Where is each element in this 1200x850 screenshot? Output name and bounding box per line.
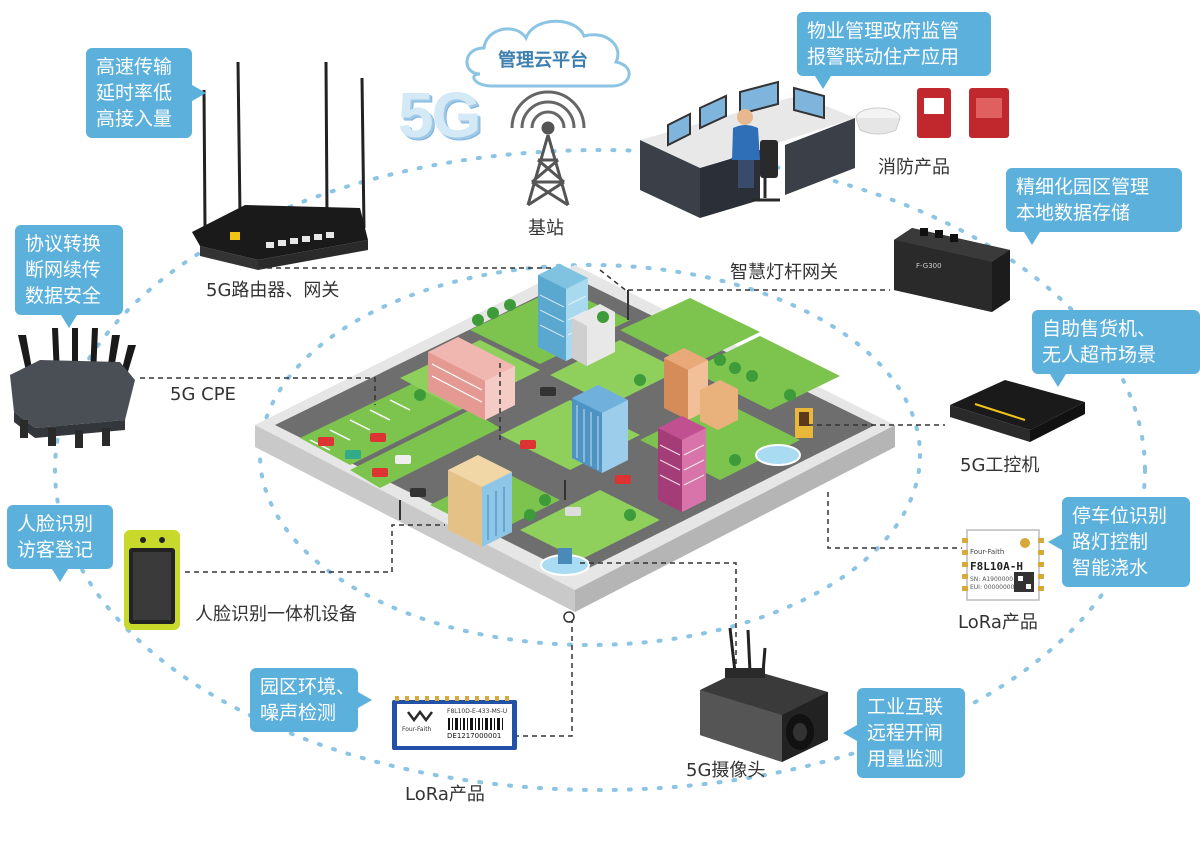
bubble-line: 无人超市场景 xyxy=(1042,344,1157,366)
bubble-line: 高接入量 xyxy=(96,108,173,130)
fire-products xyxy=(855,88,1009,138)
lora-right-brand: Four-Faith xyxy=(970,548,1005,556)
fire-caption: 消防产品 xyxy=(878,157,950,178)
bubble-industrial: 工业互联 远程开闸 用量监测 xyxy=(843,688,965,778)
bubble-line: 高速传输 xyxy=(96,56,173,78)
lora-bottom-model: F8L10D-E-433-MS-U xyxy=(447,708,508,715)
bubble-environment: 园区环境、 噪声检测 xyxy=(250,668,372,732)
lora-module-bottom xyxy=(392,696,517,750)
lora-right-id: EUI: 00000000 xyxy=(970,584,1015,591)
router-caption: 5G路由器、网关 xyxy=(206,280,340,301)
ipc-caption: 5G工控机 xyxy=(960,455,1040,476)
monitoring-office xyxy=(640,80,855,218)
base-station-caption: 基站 xyxy=(528,218,564,239)
bubble-line: 工业互联 xyxy=(867,696,944,718)
bubble-line: 远程开闸 xyxy=(867,722,944,744)
bubble-vending: 自助售货机、 无人超市场景 xyxy=(1032,310,1200,387)
base-station-tower xyxy=(510,90,586,207)
bubble-line: 用量监测 xyxy=(867,748,944,770)
face-terminal xyxy=(124,530,180,630)
bubble-router-features: 高速传输 延时率低 高接入量 xyxy=(86,48,206,138)
camera-device xyxy=(700,627,828,762)
bubble-property-management: 物业管理政府监管 报警联动住产应用 xyxy=(797,12,991,89)
connector-node xyxy=(563,611,575,623)
industrial-pc xyxy=(950,380,1085,442)
bubble-line: 报警联动住产应用 xyxy=(807,46,960,68)
inner-ring xyxy=(258,263,922,647)
bubble-line: 本地数据存储 xyxy=(1016,202,1131,224)
bubble-line: 噪声检测 xyxy=(260,702,337,724)
lora-right-model: F8L10A-H xyxy=(970,560,1023,573)
bubble-line: 智能浇水 xyxy=(1072,557,1149,579)
bubble-park-storage: 精细化园区管理 本地数据存储 xyxy=(1006,168,1182,245)
router-device xyxy=(192,61,368,270)
lamp-gateway-caption: 智慧灯杆网关 xyxy=(730,262,838,283)
cloud-platform-label: 管理云平台 xyxy=(498,50,588,71)
bubble-line: 园区环境、 xyxy=(260,676,356,698)
bubble-line: 精细化园区管理 xyxy=(1016,176,1150,198)
bubble-line: 自助售货机、 xyxy=(1042,318,1157,340)
cpe-caption: 5G CPE xyxy=(170,384,236,405)
lora-module-right xyxy=(962,529,1044,601)
bubble-line: 物业管理政府监管 xyxy=(807,20,960,42)
camera-caption: 5G摄像头 xyxy=(686,760,766,781)
lora-bottom-caption: LoRa产品 xyxy=(405,784,485,805)
bubble-parking: 停车位识别 路灯控制 智能浇水 xyxy=(1048,497,1190,587)
storage-gateway xyxy=(894,228,1010,312)
lora-right-sn: SN: A1900000 xyxy=(970,576,1014,583)
storage-gateway-model: F-G300 xyxy=(916,262,942,270)
bubble-line: 路灯控制 xyxy=(1072,531,1149,553)
smart-park-city xyxy=(255,264,895,612)
bubble-line: 停车位识别 xyxy=(1072,505,1168,527)
cloud-shape xyxy=(465,19,631,88)
lora-right-caption: LoRa产品 xyxy=(958,612,1038,633)
outer-ring xyxy=(53,148,1147,792)
bubble-line: 访客登记 xyxy=(17,539,94,561)
face-device-caption: 人脸识别一体机设备 xyxy=(195,604,357,625)
lora-bottom-sn: DE1217000001 xyxy=(447,732,502,740)
cpe-device xyxy=(10,328,136,448)
bubble-line: 断网续传 xyxy=(25,259,102,281)
bubble-line: 人脸识别 xyxy=(17,513,94,535)
bubble-line: 延时率低 xyxy=(96,82,173,104)
bubble-line: 数据安全 xyxy=(25,285,102,307)
bubble-line: 协议转换 xyxy=(25,233,102,255)
lora-bottom-brand: Four-Faith xyxy=(402,726,432,733)
bubble-face-recognition: 人脸识别 访客登记 xyxy=(7,505,113,582)
big-5g-text: 5G xyxy=(398,79,481,151)
connector-lines xyxy=(140,267,962,737)
bubble-protocol: 协议转换 断网续传 数据安全 xyxy=(15,225,123,328)
